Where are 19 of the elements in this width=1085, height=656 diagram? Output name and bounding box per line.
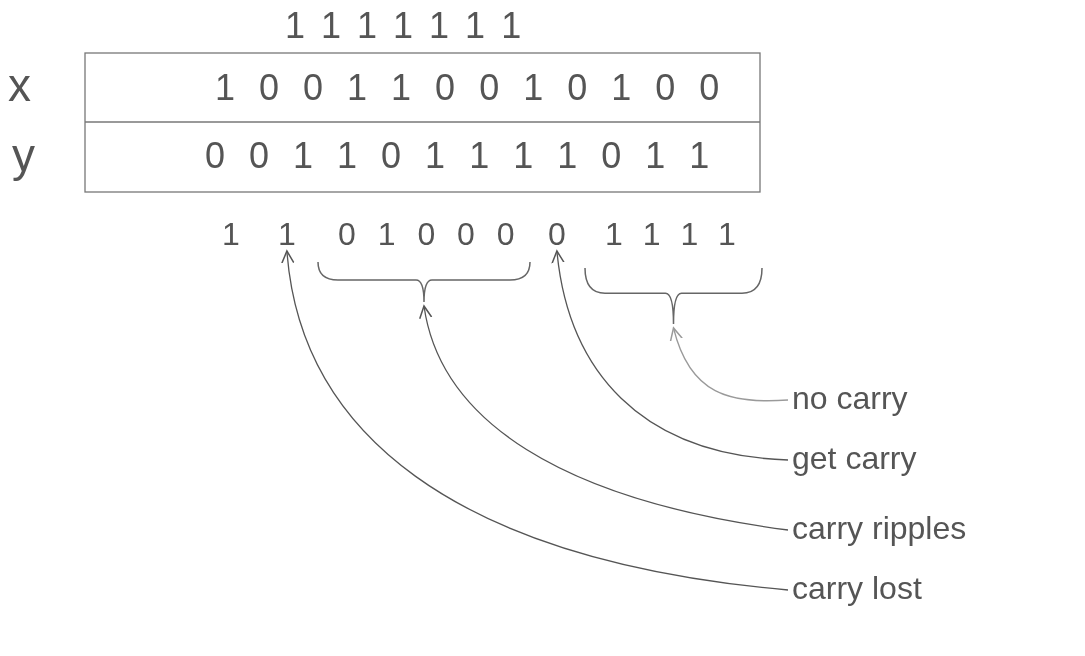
digit-row: 0 0 1 1 0 1 1 1 1 0 1 1 <box>205 138 710 174</box>
leader-arrow <box>281 250 789 591</box>
sum-digit: 1 <box>278 218 296 250</box>
sum-digits: 1 1 1 1 <box>605 218 736 250</box>
digit-row: 1 0 0 1 1 0 0 1 0 1 0 0 <box>215 70 720 106</box>
annotation-text: get carry <box>792 442 917 474</box>
carry-digits: 1 1 1 1 1 1 1 <box>285 8 522 44</box>
leader-arrow <box>670 327 789 402</box>
annotation-text: carry lost <box>792 572 922 604</box>
leader-arrow <box>551 250 789 461</box>
sum-digit: 0 <box>548 218 566 250</box>
curly-brace <box>317 261 531 303</box>
leader-arrow <box>420 305 789 531</box>
sum-digit: 1 <box>222 218 240 250</box>
sum-digits: 0 1 0 0 0 <box>338 218 515 250</box>
row-label: x <box>8 62 31 108</box>
annotation-text: no carry <box>792 382 908 414</box>
curly-brace <box>584 267 763 325</box>
annotation-text: carry ripples <box>792 512 967 544</box>
